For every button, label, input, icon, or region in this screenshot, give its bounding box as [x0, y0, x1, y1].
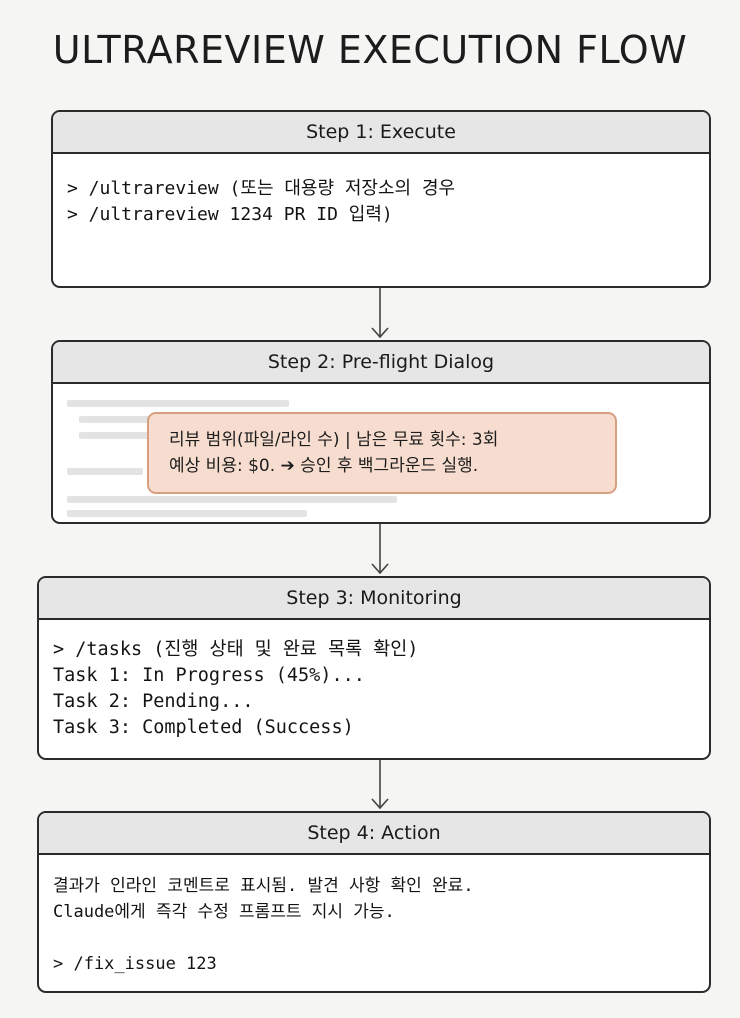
step-4-header: Step 4: Action	[39, 813, 709, 855]
placeholder-line	[67, 468, 143, 475]
step-4-body: 결과가 인라인 코멘트로 표시됨. 발견 사항 확인 완료. Claude에게 즉…	[39, 855, 709, 977]
arrow-down-icon	[371, 760, 389, 810]
placeholder-line	[79, 416, 189, 423]
task-status-line: Task 3: Completed (Success)	[53, 717, 354, 738]
task-status-line: Task 1: In Progress (45%)...	[53, 665, 365, 686]
step-2-header: Step 2: Pre-flight Dialog	[53, 342, 709, 384]
placeholder-line	[67, 400, 289, 407]
step-2-box: Step 2: Pre-flight Dialog 리뷰 범위(파일/라인 수)…	[51, 340, 711, 524]
step-1-body: > /ultrareview (또는 대용량 저장소의 경우 > /ultrare…	[53, 154, 709, 228]
command-line: > /ultrareview (또는 대용량 저장소의 경우	[67, 178, 456, 199]
step-1-header: Step 1: Execute	[53, 112, 709, 154]
command-line: > /ultrareview 1234 PR ID 입력)	[67, 204, 393, 225]
placeholder-line	[67, 510, 307, 517]
blank-line	[53, 925, 695, 951]
placeholder-line	[67, 496, 397, 503]
result-line: Claude에게 즉각 수정 프롬프트 지시 가능.	[53, 902, 395, 922]
task-status-line: Task 2: Pending...	[53, 691, 254, 712]
step-3-body: > /tasks (진행 상태 및 완료 목록 확인) Task 1: In Pr…	[39, 620, 709, 741]
dialog-line: 리뷰 범위(파일/라인 수) | 남은 무료 횟수: 3회	[169, 430, 499, 450]
arrow-down-icon	[371, 288, 389, 339]
step-3-header: Step 3: Monitoring	[39, 578, 709, 620]
command-line: > /tasks (진행 상태 및 완료 목록 확인)	[53, 639, 419, 660]
preflight-dialog: 리뷰 범위(파일/라인 수) | 남은 무료 횟수: 3회 예상 비용: $0.…	[147, 412, 617, 494]
step-3-box: Step 3: Monitoring > /tasks (진행 상태 및 완료 …	[37, 576, 711, 760]
result-line: 결과가 인라인 코멘트로 표시됨. 발견 사항 확인 완료.	[53, 876, 474, 896]
dialog-line: 예상 비용: $0. ➔ 승인 후 백그라운드 실행.	[169, 456, 479, 476]
placeholder-line	[79, 432, 171, 439]
step-4-box: Step 4: Action 결과가 인라인 코멘트로 표시됨. 발견 사항 확…	[37, 811, 711, 993]
step-1-box: Step 1: Execute > /ultrareview (또는 대용량 저…	[51, 110, 711, 288]
command-line: > /fix_issue 123	[53, 954, 217, 974]
arrow-down-icon	[371, 524, 389, 575]
diagram-title: ULTRAREVIEW EXECUTION FLOW	[52, 28, 688, 72]
